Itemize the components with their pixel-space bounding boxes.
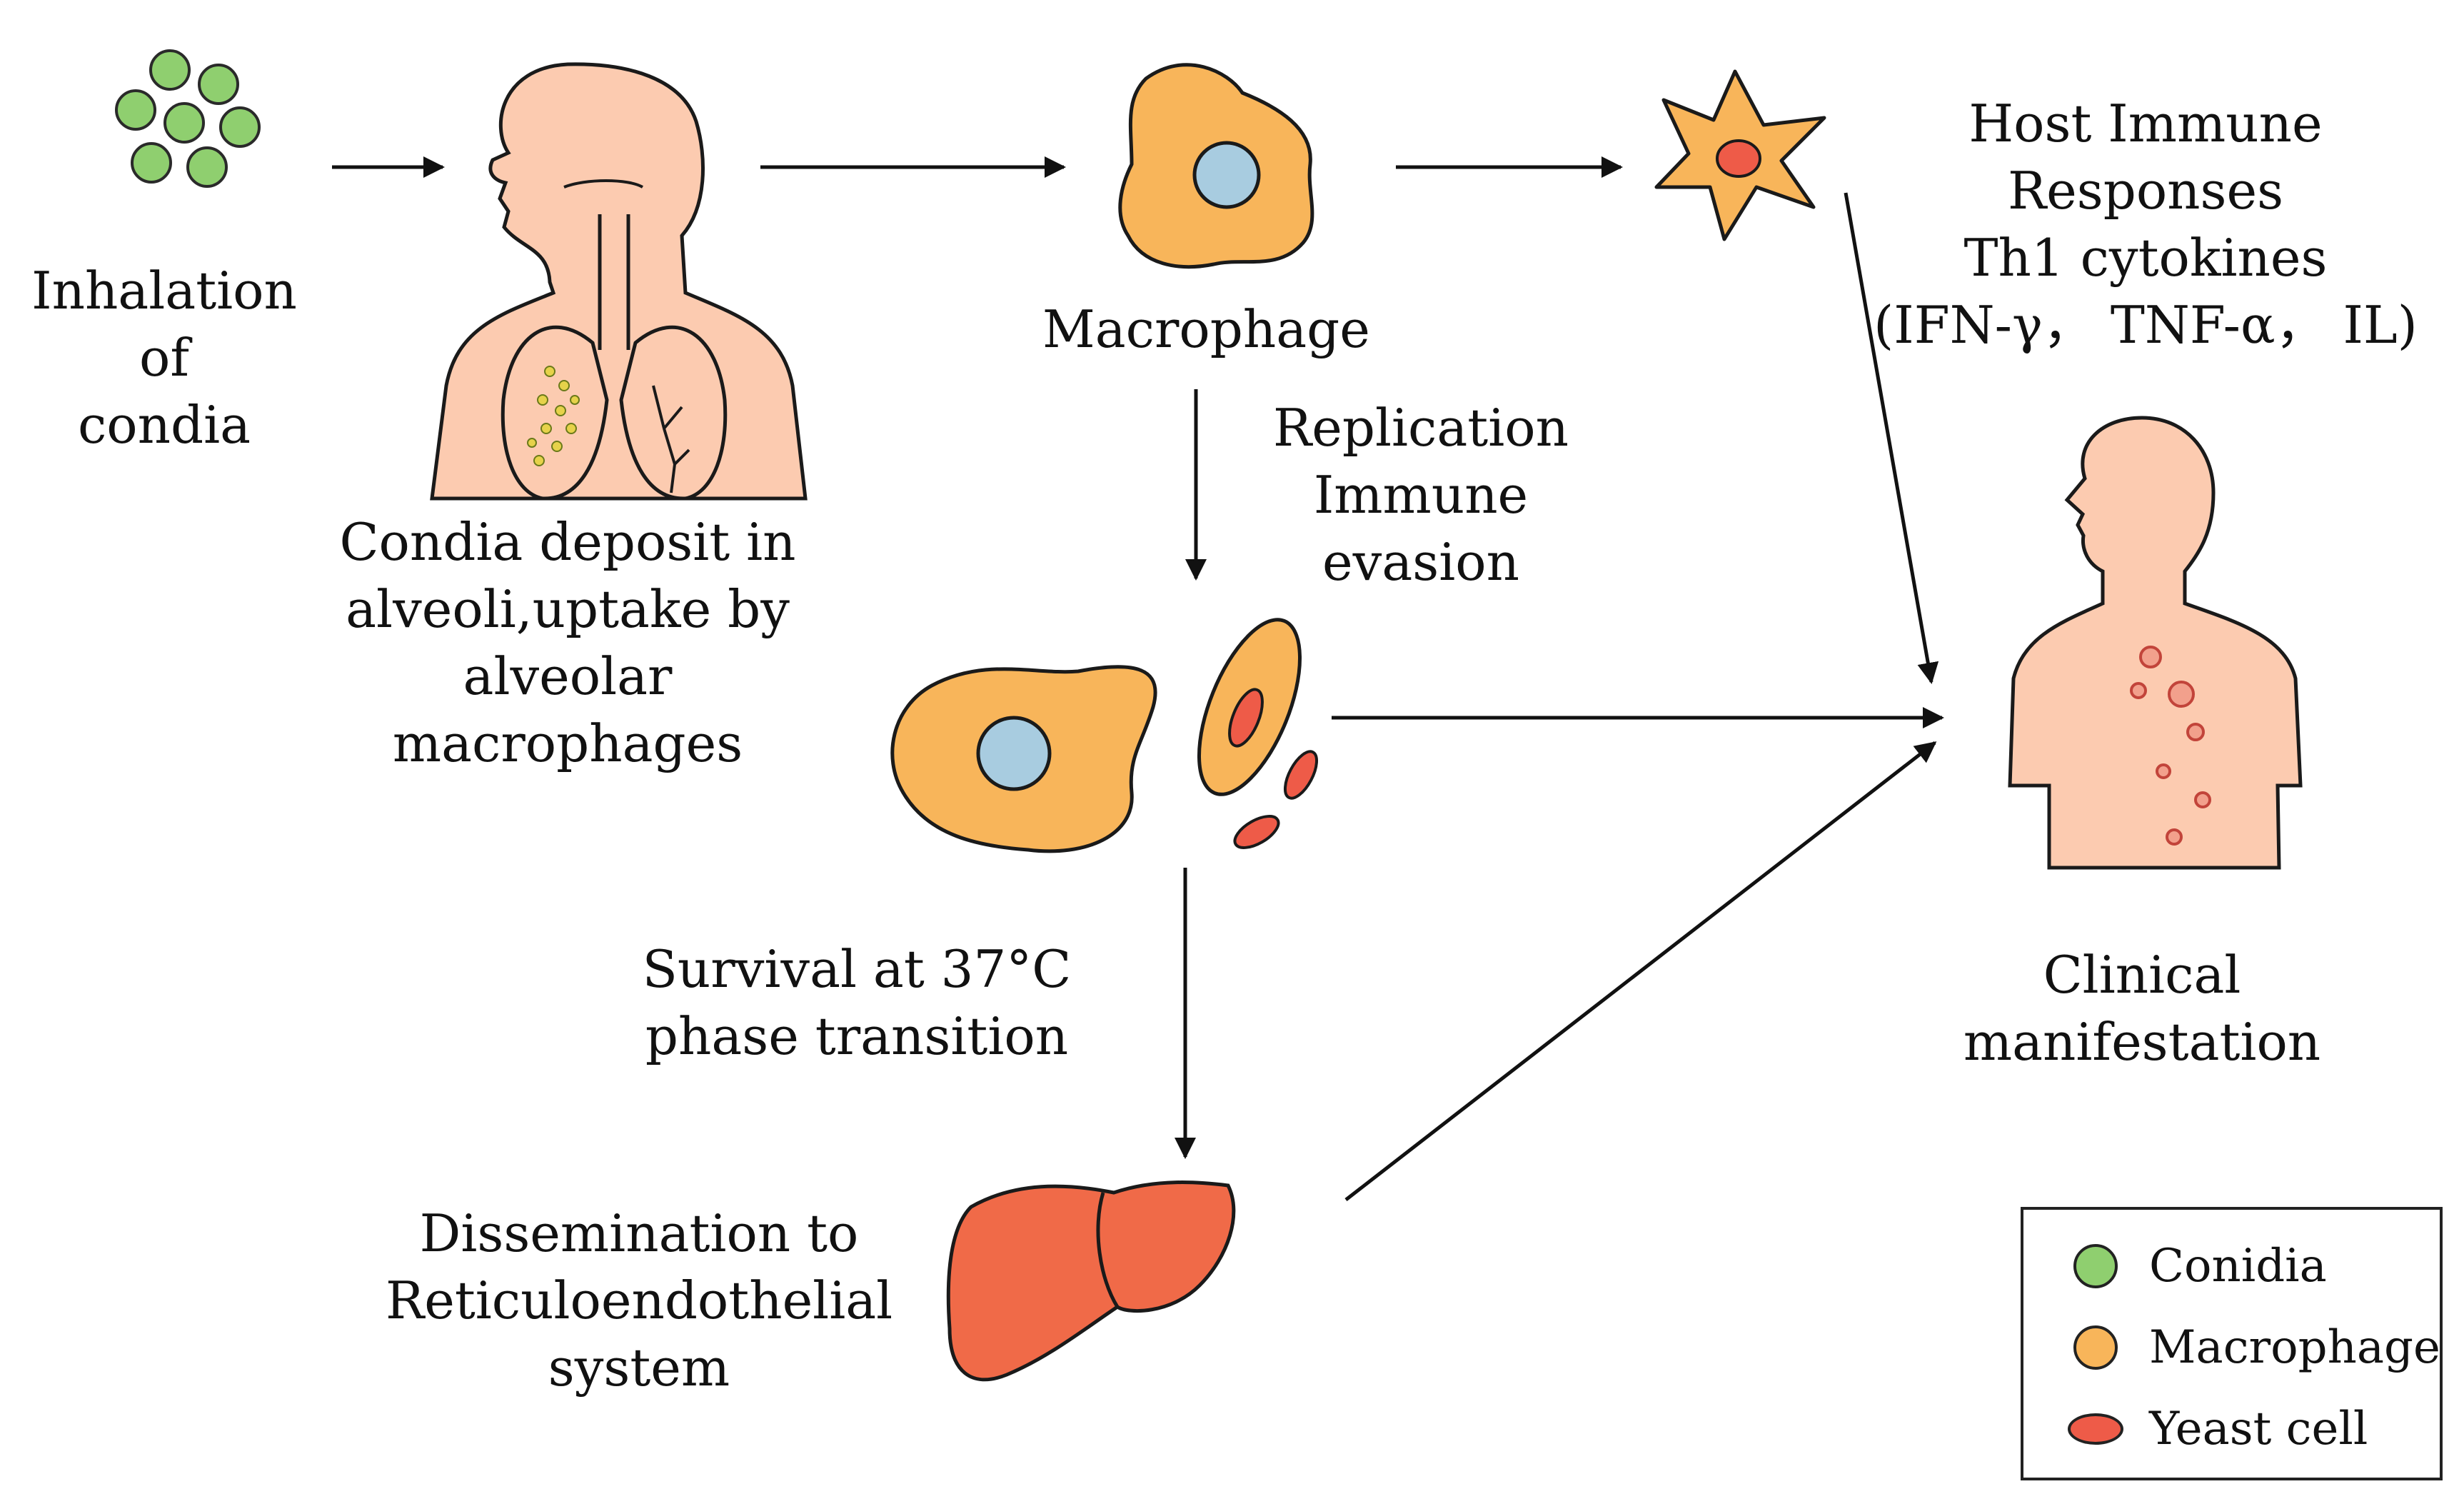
yeast-swatch-icon — [2068, 1413, 2123, 1445]
liver-icon — [946, 1180, 1236, 1382]
legend: Conidia Macrophage Yeast cell — [2021, 1207, 2443, 1480]
arrow-liver-to-clinical — [1344, 741, 1937, 1201]
clinical-label: Clinical manifestation — [1963, 945, 2321, 1072]
immune-cell-icon — [1654, 69, 1826, 241]
clinical-human-illustration — [2008, 416, 2303, 870]
legend-label: Macrophage — [2149, 1321, 2440, 1374]
legend-item-conidia: Conidia — [2073, 1234, 2327, 1298]
infected-macrophage-icon — [890, 665, 1157, 853]
survival-label: Survival at 37°C phase transition — [642, 939, 1072, 1066]
replication-label: Replication Immune evasion — [1273, 398, 1569, 592]
arrow-host-response-to-clinical — [1844, 192, 1939, 684]
macrophage-swatch-icon — [2073, 1325, 2118, 1370]
inhalation-label: Inhalation of condia — [31, 261, 297, 455]
dissemination-label: Dissemination to Reticuloendothelial sys… — [386, 1203, 893, 1398]
human-lungs-illustration — [430, 62, 808, 501]
deposit-label: Condia deposit in alveoli,uptake by alve… — [339, 512, 796, 773]
yeast-cells-icon — [1197, 618, 1319, 849]
legend-item-macrophage: Macrophage — [2073, 1315, 2440, 1380]
macrophage-label: Macrophage — [1042, 299, 1370, 359]
legend-item-yeast: Yeast cell — [2068, 1397, 2368, 1461]
host-response-label: Host Immune Responses Th1 cytokines (IFN… — [1874, 94, 2418, 355]
legend-label: Conidia — [2149, 1240, 2327, 1293]
legend-label: Yeast cell — [2149, 1403, 2368, 1455]
macrophage-icon — [1118, 63, 1314, 269]
conidia-cluster-icon — [115, 49, 261, 188]
conidia-swatch-icon — [2073, 1244, 2118, 1288]
